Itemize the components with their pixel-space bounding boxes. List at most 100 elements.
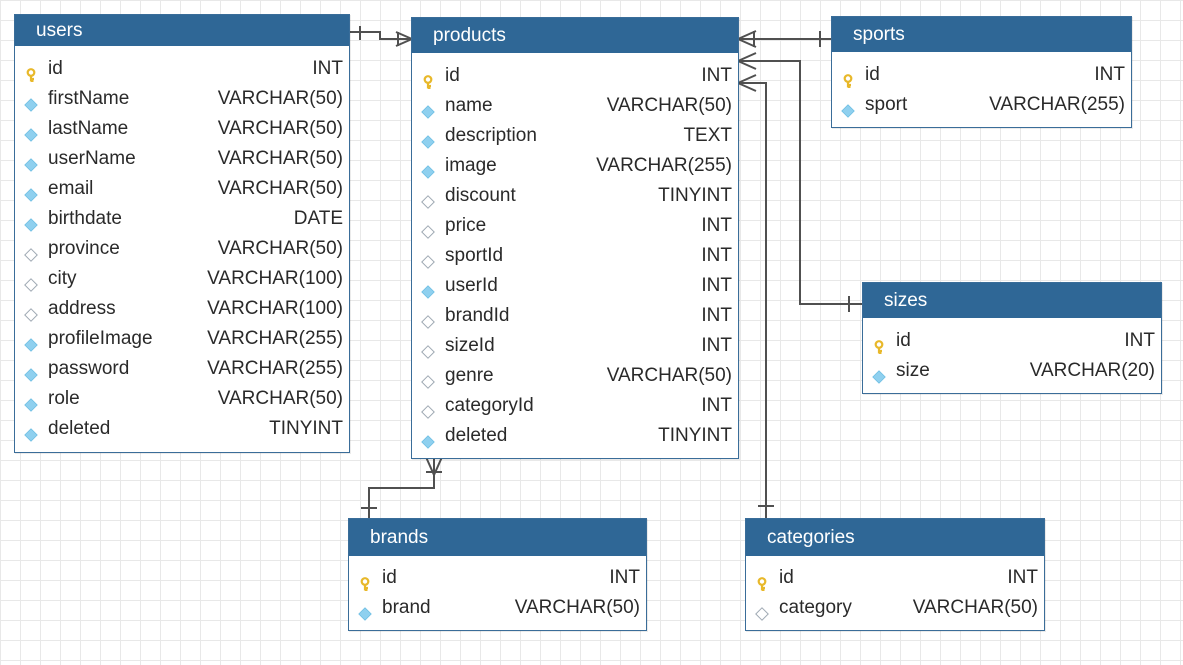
filled-diamond-icon bbox=[421, 429, 435, 449]
entity-title: users bbox=[36, 20, 83, 41]
field-row[interactable]: email VARCHAR(50) bbox=[15, 174, 349, 204]
field-type: VARCHAR(50) bbox=[217, 388, 343, 409]
field-row[interactable]: password VARCHAR(255) bbox=[15, 354, 349, 384]
entity-header[interactable]: users bbox=[15, 15, 349, 46]
field-type: VARCHAR(100) bbox=[207, 298, 343, 319]
field-type: INT bbox=[701, 335, 732, 356]
field-name: email bbox=[48, 178, 94, 199]
field-type: INT bbox=[701, 275, 732, 296]
filled-diamond-icon bbox=[24, 92, 38, 112]
field-type: VARCHAR(50) bbox=[217, 238, 343, 259]
field-name: id bbox=[445, 65, 460, 86]
field-name: profileImage bbox=[48, 328, 153, 349]
field-name: lastName bbox=[48, 118, 129, 139]
relation-brands-products[interactable] bbox=[361, 456, 443, 518]
field-row[interactable]: birthdate DATE bbox=[15, 204, 349, 234]
field-name: name bbox=[445, 95, 493, 116]
field-type: TINYINT bbox=[658, 185, 732, 206]
entity-title: brands bbox=[370, 527, 429, 548]
field-name: brandId bbox=[445, 305, 510, 326]
field-type: VARCHAR(50) bbox=[606, 365, 732, 386]
entity-header[interactable]: products bbox=[412, 18, 738, 53]
field-type: TINYINT bbox=[269, 418, 343, 439]
empty-diamond-icon bbox=[421, 339, 435, 359]
field-type: VARCHAR(50) bbox=[514, 597, 640, 618]
empty-diamond-icon bbox=[421, 399, 435, 419]
entity-header[interactable]: sports bbox=[832, 17, 1131, 52]
relation-categories-products[interactable] bbox=[737, 74, 774, 518]
key-icon bbox=[358, 571, 372, 592]
field-type: VARCHAR(255) bbox=[207, 328, 343, 349]
field-type: INT bbox=[701, 215, 732, 236]
relation-sports-products[interactable] bbox=[737, 30, 831, 48]
relation-sizes-products[interactable] bbox=[737, 52, 862, 312]
entity-header[interactable]: sizes bbox=[863, 283, 1161, 318]
filled-diamond-icon bbox=[24, 212, 38, 232]
field-type: TEXT bbox=[683, 125, 732, 146]
field-name: sportId bbox=[445, 245, 504, 266]
empty-diamond-icon bbox=[421, 249, 435, 269]
field-row[interactable]: role VARCHAR(50) bbox=[15, 384, 349, 414]
field-name: category bbox=[779, 597, 852, 618]
field-name: password bbox=[48, 358, 130, 379]
field-name: id bbox=[48, 58, 63, 79]
field-name: province bbox=[48, 238, 120, 259]
field-name: role bbox=[48, 388, 80, 409]
field-type: VARCHAR(50) bbox=[217, 88, 343, 109]
field-row[interactable]: profileImage VARCHAR(255) bbox=[15, 324, 349, 354]
relation-users-products[interactable] bbox=[349, 26, 413, 47]
field-type: VARCHAR(20) bbox=[1029, 360, 1155, 381]
field-name: birthdate bbox=[48, 208, 122, 229]
filled-diamond-icon bbox=[24, 422, 38, 442]
key-icon bbox=[872, 334, 886, 355]
entity-header[interactable]: categories bbox=[746, 519, 1044, 556]
field-name: id bbox=[896, 330, 911, 351]
key-icon bbox=[421, 69, 435, 90]
key-icon bbox=[755, 571, 769, 592]
empty-diamond-icon bbox=[421, 369, 435, 389]
field-type: DATE bbox=[293, 208, 343, 229]
empty-diamond-icon bbox=[24, 242, 38, 262]
field-row[interactable]: province VARCHAR(50) bbox=[15, 234, 349, 264]
field-type: VARCHAR(255) bbox=[207, 358, 343, 379]
empty-diamond-icon bbox=[755, 601, 769, 621]
entity-header[interactable]: brands bbox=[349, 519, 646, 556]
field-type: VARCHAR(50) bbox=[217, 178, 343, 199]
empty-diamond-icon bbox=[421, 189, 435, 209]
